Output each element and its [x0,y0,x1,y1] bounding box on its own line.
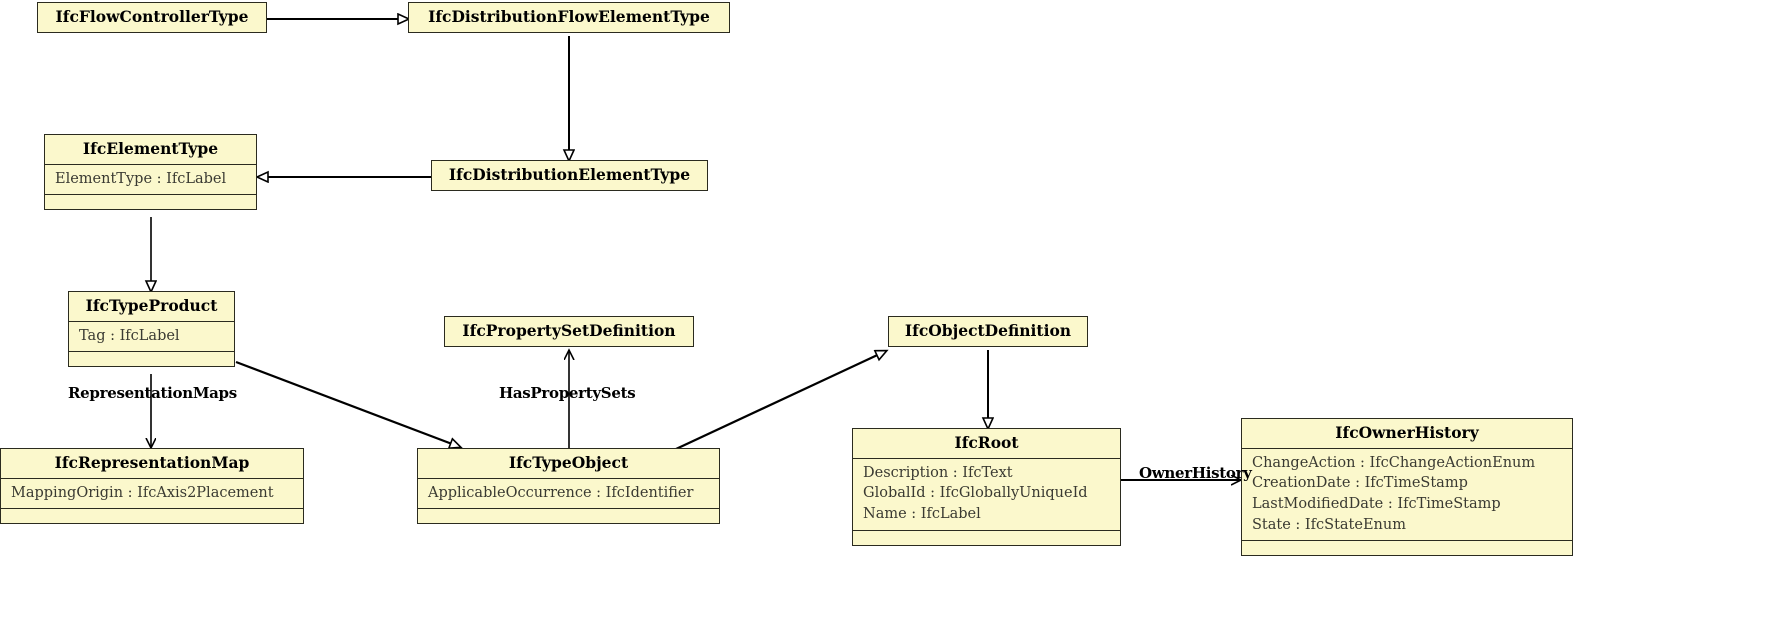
compartment-divider [1242,447,1572,449]
attributes-compartment: ChangeAction : IfcChangeActionEnum Creat… [1242,449,1572,540]
class-attribute: LastModifiedDate : IfcTimeStamp [1252,495,1501,512]
class-attribute: Tag : IfcLabel [79,327,180,344]
class-attribute: ChangeAction : IfcChangeActionEnum [1252,454,1536,471]
attributes-compartment: MappingOrigin : IfcAxis2Placement [1,479,303,509]
edge-typeproduct-to-typeobject [235,360,460,447]
class-attribute: Description : IfcText [863,464,1013,481]
class-title: IfcRoot [954,433,1019,452]
operations-compartment [1242,541,1572,555]
compartment-divider [45,194,256,196]
operations-compartment [45,195,256,209]
operations-compartment [418,509,719,523]
class-box-ifcpropertysetdefinition[interactable]: IfcPropertySetDefinition [444,316,694,347]
attributes-compartment: Tag : IfcLabel [69,322,234,352]
edge-label-representationmaps: RepresentationMaps [68,384,237,402]
class-box-ifcdistributionelementtype[interactable]: IfcDistributionElementType [431,160,708,191]
class-title: IfcDistributionFlowElementType [428,7,710,26]
class-attribute: GlobalId : IfcGloballyUniqueId [863,485,1088,502]
compartment-divider [1,477,303,479]
class-box-ifcrepresentationmap[interactable]: IfcRepresentationMap MappingOrigin : Ifc… [0,448,304,525]
class-title: IfcTypeProduct [85,296,218,315]
class-attribute: ElementType : IfcLabel [55,170,227,187]
compartment-divider [418,508,719,510]
compartment-divider [418,477,719,479]
compartment-divider [69,320,234,322]
attributes-compartment: ElementType : IfcLabel [45,165,256,195]
class-attribute: State : IfcStateEnum [1252,516,1406,533]
compartment-divider [45,163,256,165]
class-box-ifcflowcontrollertype[interactable]: IfcFlowControllerType [37,2,267,33]
class-box-ifcroot[interactable]: IfcRoot Description : IfcText GlobalId :… [852,428,1121,546]
compartment-divider [853,457,1120,459]
edge-label-ownerhistory: OwnerHistory [1139,464,1252,482]
compartment-divider [1,508,303,510]
class-attribute: CreationDate : IfcTimeStamp [1252,475,1468,492]
compartment-divider [69,351,234,353]
class-box-ifcdistributionflowelementtype[interactable]: IfcDistributionFlowElementType [408,2,730,33]
compartment-divider [1242,540,1572,542]
class-title: IfcPropertySetDefinition [462,321,676,340]
class-title: IfcTypeObject [508,453,629,472]
class-box-ifctypeobject[interactable]: IfcTypeObject ApplicableOccurrence : Ifc… [417,448,720,525]
class-title: IfcFlowControllerType [55,7,249,26]
operations-compartment [853,531,1120,545]
class-box-ifcobjectdefinition[interactable]: IfcObjectDefinition [888,316,1088,347]
class-title: IfcObjectDefinition [904,321,1072,340]
operations-compartment [1,509,303,523]
class-box-ifcelementtype[interactable]: IfcElementType ElementType : IfcLabel [44,134,257,211]
class-title: IfcDistributionElementType [448,165,691,184]
class-title: IfcOwnerHistory [1335,423,1479,442]
class-title: IfcRepresentationMap [54,453,250,472]
attributes-compartment: Description : IfcText GlobalId : IfcGlob… [853,459,1120,530]
edge-label-haspropertysets: HasPropertySets [499,384,636,402]
operations-compartment [69,352,234,366]
class-attribute: ApplicableOccurrence : IfcIdentifier [428,484,694,501]
class-box-ifctypeproduct[interactable]: IfcTypeProduct Tag : IfcLabel [68,291,235,368]
class-box-ifcownerhistory[interactable]: IfcOwnerHistory ChangeAction : IfcChange… [1241,418,1573,557]
class-title: IfcElementType [82,139,219,158]
class-attribute: MappingOrigin : IfcAxis2Placement [11,484,274,501]
compartment-divider [853,529,1120,531]
class-attribute: Name : IfcLabel [863,505,981,522]
attributes-compartment: ApplicableOccurrence : IfcIdentifier [418,479,719,509]
